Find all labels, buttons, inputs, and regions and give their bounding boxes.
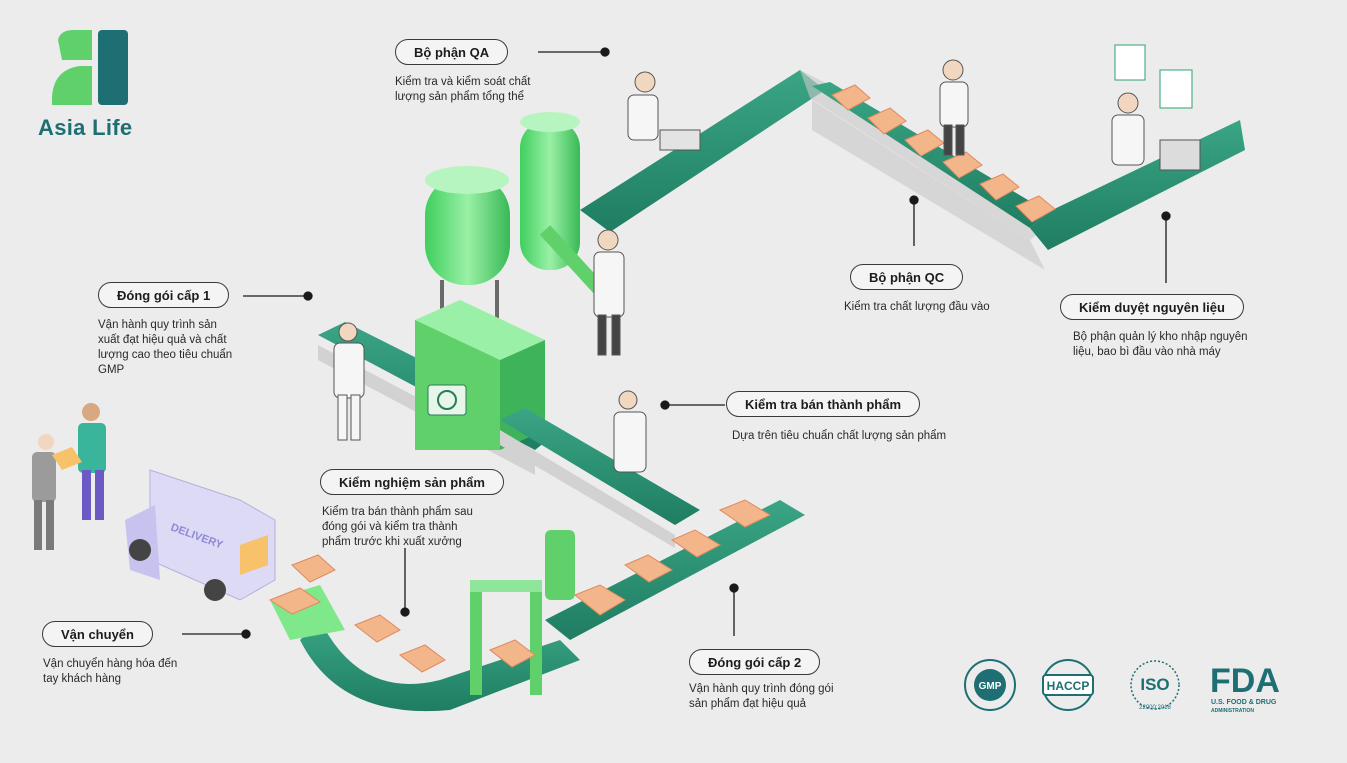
qa-desc-line: Kiểm tra và kiểm soát chất	[395, 76, 531, 88]
brand-name: Asia Life	[38, 115, 133, 140]
filling-worker	[333, 322, 365, 441]
gmp-label: GMP	[979, 681, 1002, 692]
test-desc-line: phẩm trước khi xuất xưởng	[322, 536, 462, 548]
packing-robot	[470, 530, 575, 695]
pack1-desc: Vận hành quy trình sản xuất đạt hiệu quả…	[98, 318, 233, 378]
testing-desc: Kiểm tra bán thành phẩm sau đóng gói và …	[322, 505, 482, 550]
testing-title: Kiểm nghiệm sản phẩm	[320, 469, 504, 495]
pack2-desc-line: Vận hành quy trình đóng gói	[689, 683, 834, 695]
semi-finished-title: Kiểm tra bán thành phẩm	[726, 391, 921, 417]
semi-worker	[613, 390, 647, 473]
mixing-tanks	[425, 112, 606, 320]
fda-label: FDA	[1210, 662, 1280, 700]
asia-life-logo-icon	[51, 30, 128, 105]
qa-desc-line: lượng sản phẩm tổng thể	[395, 91, 525, 103]
fda-line-1: U.S. FOOD & DRUG	[1211, 699, 1277, 706]
raw-inspector	[1111, 44, 1201, 171]
upper-conveyor	[580, 70, 1245, 270]
qc-title: Bộ phận QC	[850, 264, 964, 290]
customers	[32, 403, 106, 550]
pack2-desc-line: sản phẩm đạt hiệu quả	[689, 698, 807, 710]
semi-desc-line: Dựa trên tiêu chuẩn chất lượng sản phẩm	[732, 430, 947, 442]
pack1-desc-line: xuất đạt hiệu quả và chất	[98, 334, 227, 346]
ship-desc-line: tay khách hàng	[43, 673, 122, 685]
connector-lines	[182, 47, 1171, 639]
qa-title: Bộ phận QA	[395, 39, 509, 65]
fda-badge-icon: FDA U.S. FOOD & DRUG ADMINISTRATION	[1210, 662, 1280, 714]
raw-material-title: Kiểm duyệt nguyên liệu	[1060, 294, 1244, 320]
qa-worker	[627, 71, 701, 151]
pack1-desc-line: Vận hành quy trình sản	[98, 319, 217, 331]
raw-desc-line: liệu, bao bì đầu vào nhà máy	[1073, 346, 1221, 358]
test-desc-line: đóng gói và kiểm tra thành	[322, 521, 458, 533]
delivery-truck-icon	[125, 469, 276, 601]
test-desc-line: Kiểm tra bán thành phẩm sau	[322, 506, 473, 518]
semi-finished-belt	[500, 408, 700, 548]
tank-worker	[593, 229, 625, 356]
pack1-desc-line: GMP	[98, 364, 125, 376]
gmp-badge-icon: GMP	[964, 659, 1016, 711]
haccp-badge-icon: HACCP	[1042, 659, 1094, 711]
packages	[268, 499, 772, 673]
raw-desc-line: Bộ phận quản lý kho nhập nguyên	[1073, 331, 1248, 343]
qc-worker	[939, 59, 969, 156]
haccp-label: HACCP	[1047, 679, 1090, 693]
pack1-title: Đóng gói cấp 1	[98, 282, 230, 308]
filling-line	[318, 300, 560, 475]
ship-desc-line: Vận chuyển hàng hóa đến	[43, 658, 178, 670]
pack1-desc-line: lượng cao theo tiêu chuẩn	[98, 349, 233, 361]
iso-number: 22000:2018	[1139, 705, 1171, 711]
pack2-title: Đóng gói cấp 2	[689, 649, 821, 675]
fda-line-2: ADMINISTRATION	[1211, 708, 1254, 714]
iso-label: ISO	[1140, 675, 1169, 694]
shipping-title: Vận chuyển	[42, 621, 153, 647]
semi-finished-desc: Dựa trên tiêu chuẩn chất lượng sản phẩm	[732, 429, 946, 444]
raw-material-desc: Bộ phận quản lý kho nhập nguyên liệu, ba…	[1073, 330, 1248, 360]
pack2-desc: Vận hành quy trình đóng gói sản phẩm đạt…	[689, 682, 834, 712]
qa-desc: Kiểm tra và kiểm soát chất lượng sản phẩ…	[395, 75, 531, 105]
workers	[32, 44, 1201, 550]
qc-desc: Kiểm tra chất lượng đầu vào	[844, 300, 990, 315]
shipping-desc: Vận chuyển hàng hóa đến tay khách hàng	[43, 657, 177, 687]
qc-desc-line: Kiểm tra chất lượng đầu vào	[844, 301, 990, 313]
iso-badge-icon: ISO 22000:2018	[1130, 660, 1180, 711]
